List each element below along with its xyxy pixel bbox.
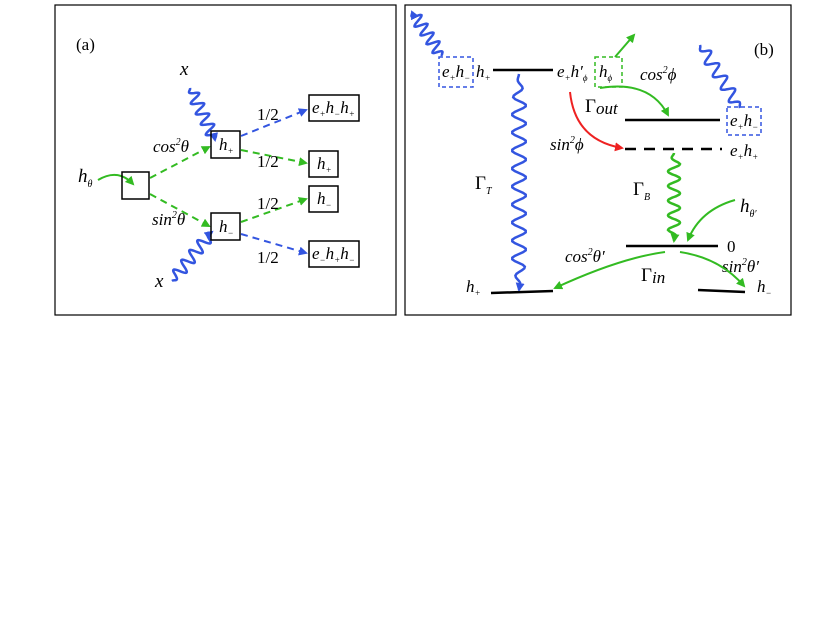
- right-dashed-box: [726, 106, 762, 136]
- gamma-out-label: Γout: [585, 96, 619, 118]
- gamma-t-label: ΓT: [475, 173, 493, 197]
- h-theta-arrow: [97, 173, 135, 186]
- h-plus-box-label: h+: [219, 135, 234, 156]
- e-plus-h-plus-label: e+h+: [730, 141, 758, 162]
- top-left-box-label: e+h−: [442, 62, 470, 83]
- gamma-b-label: ΓB: [633, 179, 650, 203]
- photon-wave-bottom: [171, 230, 214, 282]
- top-mid-label: e+h′ϕ: [557, 62, 588, 83]
- panel-b: (b) e+h− h+ e+h′ϕ hϕ ΓT cos2ϕ Γout e+h− …: [404, 4, 792, 316]
- out-box-2: [308, 150, 339, 178]
- h-minus-box: [210, 212, 241, 241]
- bottom-left-level-line: [490, 289, 554, 295]
- cos-theta-prime-arrow: [553, 251, 666, 290]
- panel-b-frame: [404, 4, 792, 316]
- h-plus-box: [210, 130, 241, 159]
- photon-x-top-label: x: [179, 59, 189, 80]
- photon-x-bottom-label: x: [154, 271, 164, 292]
- top-mid-box-label: hϕ: [599, 62, 613, 83]
- sin-phi-label: sin2ϕ: [550, 135, 584, 154]
- initial-state-box: [121, 171, 150, 200]
- gamma-t-wave: [511, 73, 527, 292]
- cos-phi-label: cos2ϕ: [640, 65, 677, 84]
- emitted-photon-wave-left: [410, 10, 444, 57]
- cos-phi-arrow: [599, 85, 669, 117]
- cos-theta-label: cos2θ: [153, 137, 189, 156]
- h-theta-prime-label: hθ′: [740, 196, 757, 220]
- h-theta-label: hθ: [78, 166, 93, 190]
- out-box-3: [308, 185, 339, 213]
- half-label-2: 1/2: [257, 152, 279, 171]
- out-box-3-label: h−: [317, 189, 332, 210]
- photon-wave-top: [187, 87, 219, 142]
- bottom-right-level-line: [697, 288, 746, 294]
- h-minus-box-label: h−: [219, 217, 234, 238]
- out-box-4: [308, 240, 360, 268]
- top-left-h-plus-label: h+: [476, 62, 491, 83]
- panel-a-label: (a): [76, 35, 95, 54]
- panel-b-label: (b): [754, 40, 774, 59]
- gamma-in-label: Γin: [641, 265, 665, 287]
- gamma-b-wave: [666, 152, 682, 243]
- half-label-1: 1/2: [257, 105, 279, 124]
- panel-a: (a) x x hθ cos2θ sin2θ h+ h− 1/2 1/2 1/2: [54, 4, 397, 316]
- incoming-photon-wave-right: [698, 44, 742, 109]
- zero-label: 0: [727, 237, 736, 256]
- cos-theta-prime-label: cos2θ′: [565, 247, 605, 266]
- out-box-2-label: h+: [317, 154, 332, 175]
- out-box-4-label: e−h+h−: [312, 244, 355, 265]
- out-box-1-label: e+h−h+: [312, 98, 355, 119]
- bottom-h-plus-label: h+: [466, 277, 481, 298]
- sin-theta-label: sin2θ: [152, 210, 185, 229]
- out-box-1: [308, 94, 360, 122]
- half-label-3: 1/2: [257, 194, 279, 213]
- sin-phi-arrow: [569, 91, 624, 152]
- sin-theta-prime-arrow: [679, 251, 746, 288]
- h-theta-prime-arrow: [686, 199, 736, 242]
- half-label-4: 1/2: [257, 248, 279, 267]
- panel-a-frame: [54, 4, 397, 316]
- emitted-green-arrow: [614, 33, 636, 58]
- top-left-dashed-box: [438, 56, 474, 88]
- sin-theta-prime-label: sin2θ′: [722, 257, 759, 276]
- right-box-label: e+h−: [730, 111, 758, 132]
- bottom-h-minus-label: h−: [757, 277, 772, 298]
